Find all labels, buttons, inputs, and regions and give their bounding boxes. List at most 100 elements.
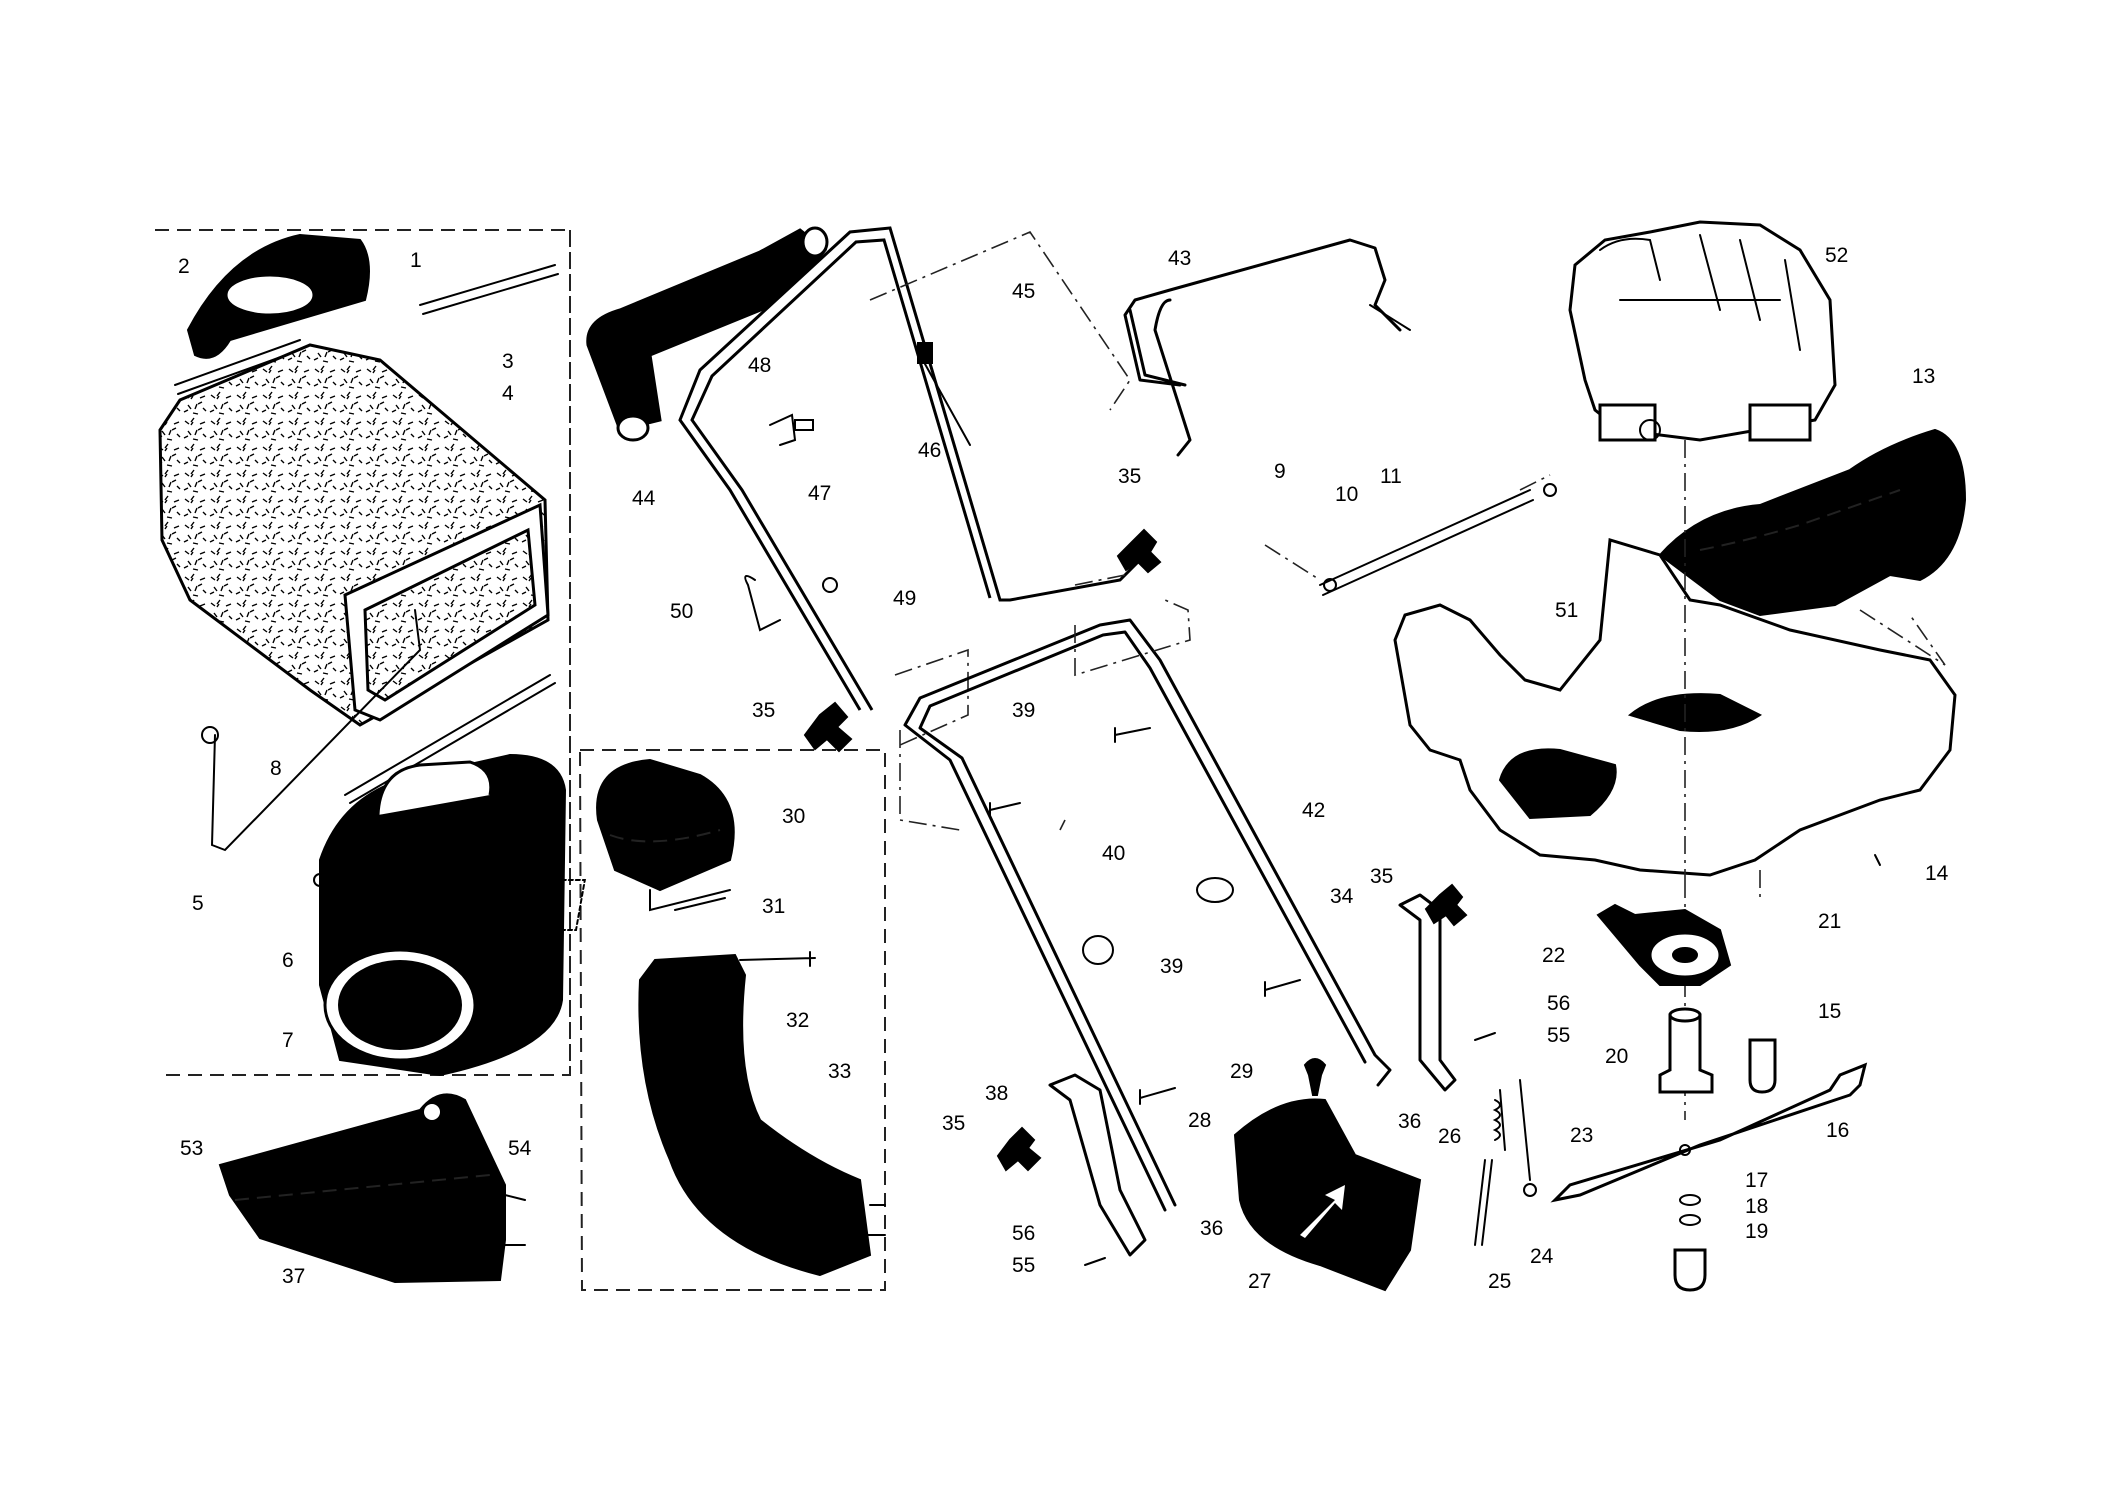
mulch-plug [218,1093,506,1284]
chute-door [596,758,735,892]
callout: 38 [985,1082,1008,1105]
handle-bolt [1114,727,1151,743]
handle-bolt-4 [1264,979,1301,997]
operator-bail [1123,238,1402,457]
callout: 51 [1555,599,1578,622]
handle-knob [803,701,853,753]
callout: 29 [1230,1060,1253,1083]
callout: 28 [1188,1109,1211,1132]
callout: 2 [178,255,190,278]
callout: 36 [1398,1110,1421,1133]
discharge-chute [638,953,872,1277]
callout: 17 [1745,1169,1768,1192]
upper-handle-group [586,226,1162,753]
callout: 10 [1335,483,1358,506]
handle-bolt-3 [1139,1087,1176,1105]
control-cable [919,354,971,446]
bracket-bolt-2 [1474,1032,1496,1041]
blade-adapter [1658,1013,1714,1094]
blade-washer [1679,1194,1701,1206]
callout: 26 [1438,1125,1461,1148]
callout: 33 [828,1060,851,1083]
lower-handle-frame [903,618,1392,1212]
callout: 23 [1570,1124,1593,1147]
callout: 1 [410,249,422,272]
callout: 55 [1547,1024,1570,1047]
callout: 39 [1160,955,1183,978]
callout: 49 [893,587,916,610]
rear-axle [1319,489,1534,596]
callout: 25 [1488,1270,1511,1293]
callout: 39 [1012,699,1035,722]
callout: 9 [1274,460,1286,483]
callout: 44 [632,487,656,510]
callout: 55 [1012,1254,1035,1277]
bag-rod-bottom [344,674,556,804]
callout: 35 [1370,865,1393,888]
handle-bracket-right [1398,893,1457,1092]
callout: 56 [1012,1222,1035,1245]
callout-labels: 1 2 3 4 5 6 7 8 9 10 11 13 14 15 16 17 1… [178,244,1949,1293]
callout: 16 [1826,1119,1849,1142]
chute-spring [649,889,731,912]
callout: 27 [1248,1270,1271,1293]
callout: 36 [1200,1217,1223,1240]
callout: 8 [270,757,282,780]
callout: 53 [180,1137,203,1160]
callout: 24 [1530,1245,1554,1268]
grass-bag-group [155,229,571,1077]
deck-bolt [1748,1038,1777,1094]
deck-engine-group [1264,220,1967,1292]
callout: 45 [1012,280,1035,303]
cable-clip [769,413,797,446]
deflector-knob [1303,1058,1327,1096]
height-adjust-rod [1474,1159,1493,1246]
discharge-chute-group [474,749,886,1291]
callout: 34 [1330,885,1354,908]
callout: 35 [752,699,775,722]
callout: 35 [942,1112,965,1135]
callout: 7 [282,1029,294,1052]
handle-bracket-left [1048,1073,1147,1257]
callout: 14 [1925,862,1949,885]
bag-rod-top [419,264,559,315]
bag-support-rod [210,609,422,852]
blade-washer-2 [1679,1214,1701,1226]
callout: 6 [282,949,294,972]
handle-knob-4 [996,1126,1042,1172]
handle-knob-2 [1116,528,1162,574]
callout: 31 [762,895,785,918]
callout: 37 [282,1265,305,1288]
bracket-bolt [1084,1257,1106,1266]
callout: 42 [1302,799,1325,822]
callout: 20 [1605,1045,1628,1068]
callout: 19 [1745,1220,1768,1243]
callout: 21 [1818,910,1841,933]
callout: 30 [782,805,805,828]
callout: 43 [1168,247,1191,270]
callout: 47 [808,482,831,505]
callout: 22 [1542,944,1565,967]
chute-pin [739,951,816,967]
height-adjust-spring [1499,1079,1531,1181]
cable-tie [1196,877,1234,903]
housing-handle [376,760,493,816]
callout: 11 [1380,465,1402,488]
cable-tie-2 [1082,935,1114,965]
callout: 56 [1547,992,1570,1015]
callout: 13 [1912,365,1935,388]
callout: 40 [1102,842,1125,865]
deflector-arrow [1300,1185,1345,1238]
callout: 54 [508,1137,532,1160]
callout: 48 [748,354,771,377]
callout: 3 [502,350,514,373]
callout: 32 [786,1009,809,1032]
callout: 35 [1118,465,1141,488]
engine-guard [1658,428,1967,617]
handle-knob-3 [1424,883,1468,927]
callout: 4 [502,382,514,405]
callout: 18 [1745,1195,1768,1218]
callout: 50 [670,600,693,623]
spring-hook [744,575,781,632]
